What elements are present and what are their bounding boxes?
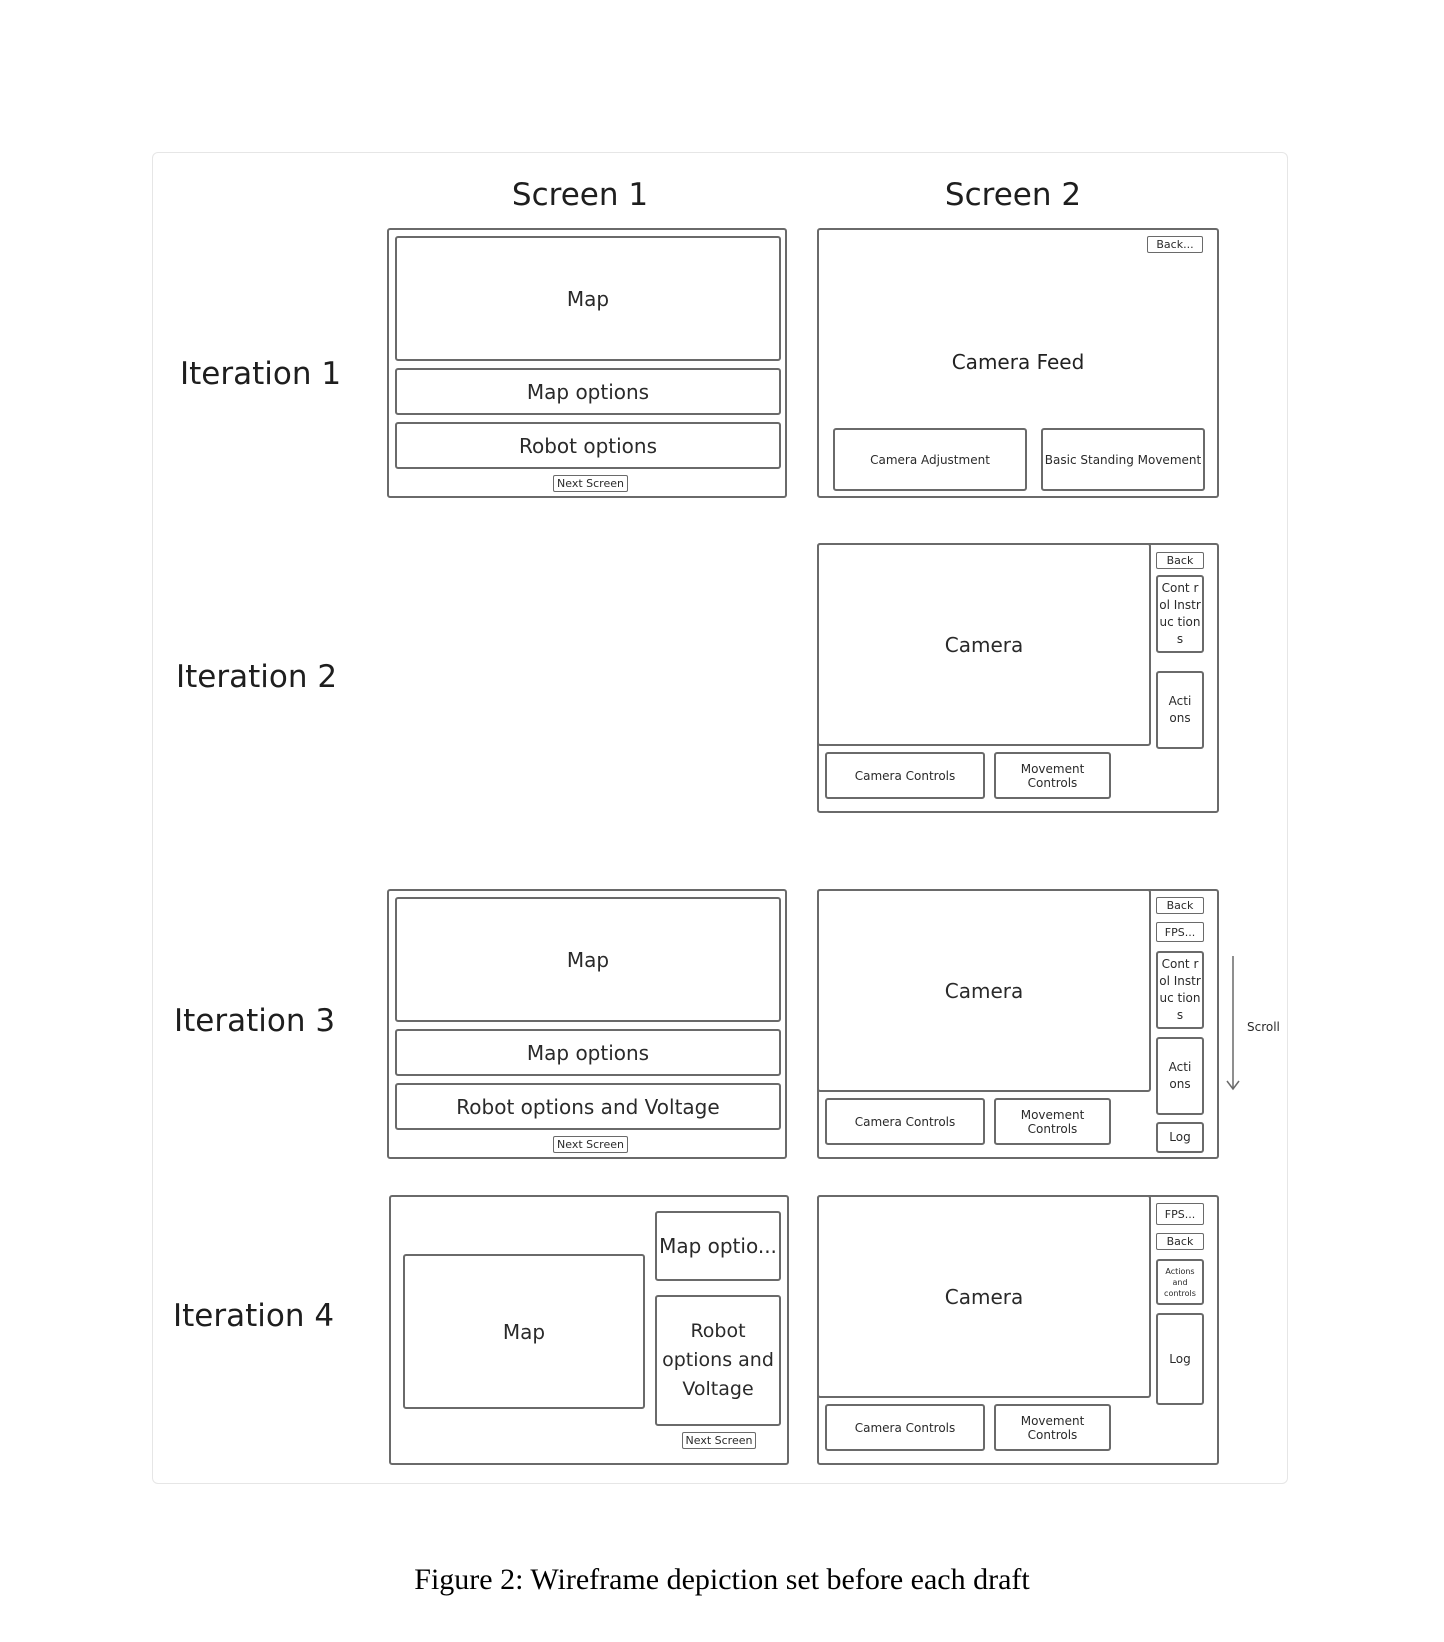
actions-box: Acti ons bbox=[1156, 1037, 1204, 1115]
actions-label: Acti ons bbox=[1168, 694, 1192, 725]
control-instructions-label: Cont rol Instruc tions bbox=[1159, 581, 1201, 646]
map-options-label: Map options bbox=[526, 379, 650, 404]
camera-controls-label: Camera Controls bbox=[854, 1420, 956, 1435]
camera-controls-box: Camera Controls bbox=[825, 752, 985, 799]
map-area: Map bbox=[403, 1254, 645, 1409]
map-options-label: Map optio... bbox=[659, 1234, 777, 1258]
iteration-2-label: Iteration 2 bbox=[176, 659, 338, 695]
control-instructions-box: Cont rol Instruc tions bbox=[1156, 951, 1204, 1029]
control-instructions-label: Cont rol Instruc tions bbox=[1159, 957, 1201, 1022]
map-label: Map bbox=[566, 947, 610, 972]
iter1-screen2-frame: Back... Camera Feed Camera Adjustment Ba… bbox=[817, 228, 1219, 498]
next-screen-button: Next Screen bbox=[553, 1136, 628, 1153]
camera-area: Camera bbox=[817, 889, 1151, 1092]
iter3-screen2-frame: Camera Back FPS... Cont rol Instruc tion… bbox=[817, 889, 1219, 1159]
scroll-label: Scroll bbox=[1247, 1020, 1280, 1034]
camera-label: Camera bbox=[944, 1284, 1024, 1309]
iter2-screen2-frame: Camera Back Cont rol Instruc tions Acti … bbox=[817, 543, 1219, 813]
iter4-screen2-frame: Camera FPS... Back Actions and controls … bbox=[817, 1195, 1219, 1465]
iter3-screen1-frame: Map Map options Robot options and Voltag… bbox=[387, 889, 787, 1159]
fps-button: FPS... bbox=[1156, 1203, 1204, 1225]
movement-controls-box: Movement Controls bbox=[994, 1098, 1111, 1145]
robot-options-voltage-box: Robot options and Voltage bbox=[655, 1295, 781, 1426]
actions-label: Acti ons bbox=[1168, 1060, 1192, 1091]
basic-standing-movement-label: Basic Standing Movement bbox=[1044, 452, 1202, 467]
camera-adjustment-box: Camera Adjustment bbox=[833, 428, 1027, 491]
back-button: Back... bbox=[1147, 236, 1203, 253]
map-label: Map bbox=[566, 286, 610, 311]
iteration-1-label: Iteration 1 bbox=[180, 356, 342, 392]
camera-controls-label: Camera Controls bbox=[854, 1114, 956, 1129]
iter1-screen1-frame: Map Map options Robot options Next Scree… bbox=[387, 228, 787, 498]
iteration-3-label: Iteration 3 bbox=[174, 1003, 336, 1039]
actions-and-controls-label: Actions and controls bbox=[1164, 1266, 1196, 1298]
actions-and-controls-box: Actions and controls bbox=[1156, 1259, 1204, 1305]
log-box: Log bbox=[1156, 1122, 1204, 1153]
movement-controls-label: Movement Controls bbox=[1020, 1413, 1085, 1442]
map-options-box: Map optio... bbox=[655, 1211, 781, 1281]
movement-controls-box: Movement Controls bbox=[994, 1404, 1111, 1451]
next-screen-button: Next Screen bbox=[682, 1432, 756, 1449]
back-button: Back bbox=[1156, 897, 1204, 914]
robot-options-voltage-box: Robot options and Voltage bbox=[395, 1083, 781, 1130]
map-options-box: Map options bbox=[395, 1029, 781, 1076]
camera-controls-label: Camera Controls bbox=[854, 768, 956, 783]
movement-controls-label: Movement Controls bbox=[1020, 761, 1085, 790]
map-options-label: Map options bbox=[526, 1040, 650, 1065]
next-screen-button: Next Screen bbox=[553, 475, 628, 492]
back-button: Back bbox=[1156, 552, 1204, 569]
iter4-screen1-frame: Map Map optio... Robot options and Volta… bbox=[389, 1195, 789, 1465]
movement-controls-label: Movement Controls bbox=[1020, 1107, 1085, 1136]
robot-options-voltage-label: Robot options and Voltage bbox=[456, 1094, 720, 1119]
actions-box: Acti ons bbox=[1156, 671, 1204, 749]
camera-adjustment-label: Camera Adjustment bbox=[870, 452, 990, 467]
robot-options-box: Robot options bbox=[395, 422, 781, 469]
map-area: Map bbox=[395, 236, 781, 361]
fps-button: FPS... bbox=[1156, 922, 1204, 942]
log-label: Log bbox=[1169, 1351, 1191, 1366]
scroll-arrow-icon bbox=[1226, 956, 1240, 1091]
camera-area: Camera bbox=[817, 543, 1151, 746]
screen2-header: Screen 2 bbox=[944, 177, 1082, 213]
camera-label: Camera bbox=[944, 978, 1024, 1003]
movement-controls-box: Movement Controls bbox=[994, 752, 1111, 799]
log-label: Log bbox=[1169, 1130, 1191, 1144]
robot-options-voltage-label: Robot options and Voltage bbox=[662, 1320, 774, 1400]
iteration-4-label: Iteration 4 bbox=[173, 1298, 335, 1334]
camera-controls-box: Camera Controls bbox=[825, 1098, 985, 1145]
log-box: Log bbox=[1156, 1313, 1204, 1405]
camera-feed-label: Camera Feed bbox=[951, 350, 1085, 374]
map-label: Map bbox=[502, 1319, 546, 1344]
camera-label: Camera bbox=[944, 632, 1024, 657]
map-area: Map bbox=[395, 897, 781, 1022]
figure-caption: Figure 2: Wireframe depiction set before… bbox=[414, 1563, 1030, 1596]
screen1-header: Screen 1 bbox=[511, 177, 649, 213]
camera-area: Camera bbox=[817, 1195, 1151, 1398]
control-instructions-box: Cont rol Instruc tions bbox=[1156, 575, 1204, 653]
basic-standing-movement-box: Basic Standing Movement bbox=[1041, 428, 1205, 491]
map-options-box: Map options bbox=[395, 368, 781, 415]
robot-options-label: Robot options bbox=[518, 433, 658, 458]
camera-controls-box: Camera Controls bbox=[825, 1404, 985, 1451]
back-button: Back bbox=[1156, 1233, 1204, 1250]
